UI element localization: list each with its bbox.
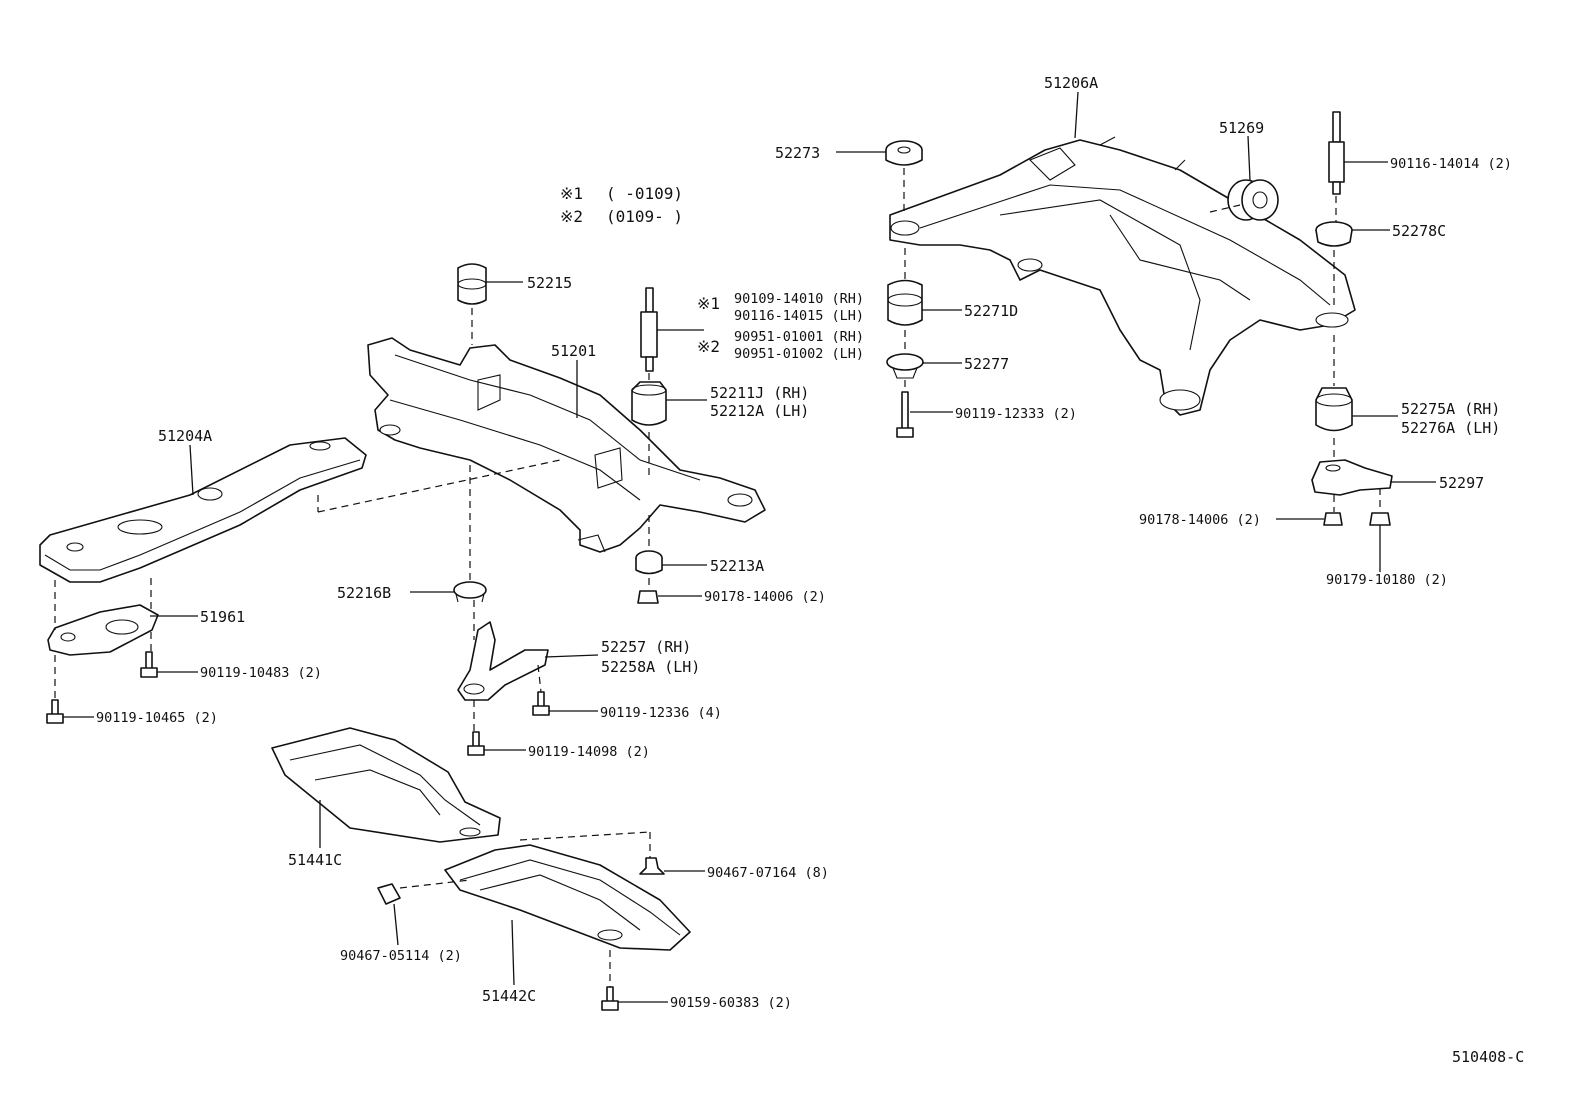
part-52257-illustration	[457, 621, 549, 701]
label-51442C: 51442C	[482, 987, 536, 1005]
label-90179-10180: 90179-10180 (2)	[1326, 572, 1448, 588]
assembly-lines	[54, 168, 1381, 987]
label-52273: 52273	[775, 144, 820, 162]
part-52271D-illustration	[887, 279, 923, 326]
rear-member-51206A-illustration	[889, 136, 1356, 416]
part-labels: 51206A 52273 51269 90116-14014 (2) 52278…	[96, 74, 1512, 1011]
note-1-mark: ※1	[560, 184, 583, 203]
label-52213A: 52213A	[710, 557, 764, 575]
label-51206A: 51206A	[1044, 74, 1098, 92]
label-90951-01001: 90951-01001 (RH)	[734, 329, 864, 345]
label-90178-14006-rear: 90178-14006 (2)	[1139, 512, 1261, 528]
leader-lines	[63, 91, 1436, 1003]
part-52273-illustration	[885, 140, 923, 166]
bolt-90119-10483-illustration	[140, 651, 158, 678]
label-52211J: 52211J (RH)	[710, 384, 809, 402]
label-mark-1: ※1	[697, 294, 720, 313]
label-90109-14010: 90109-14010 (RH)	[734, 291, 864, 307]
label-51201: 51201	[551, 342, 596, 360]
label-mark-2: ※2	[697, 337, 720, 356]
label-90119-10465: 90119-10465 (2)	[96, 710, 218, 726]
label-52212A: 52212A (LH)	[710, 402, 809, 420]
label-52216B: 52216B	[337, 584, 391, 602]
label-51204A: 51204A	[158, 427, 212, 445]
nut-90178-14006-rear-illustration	[1323, 512, 1343, 526]
label-52278C: 52278C	[1392, 222, 1446, 240]
part-52211J-illustration	[631, 381, 667, 426]
bolt-90119-10465-illustration	[46, 699, 64, 724]
part-52215-illustration	[457, 263, 487, 305]
label-90119-12333: 90119-12333 (2)	[955, 406, 1077, 422]
label-52297: 52297	[1439, 474, 1484, 492]
label-52276A: 52276A (LH)	[1401, 419, 1500, 437]
nut-90178-14006-front-illustration	[637, 590, 659, 604]
part-52216B-illustration	[453, 581, 487, 603]
bolt-90119-14098-illustration	[467, 731, 485, 756]
label-51441C: 51441C	[288, 851, 342, 869]
label-51961: 51961	[200, 608, 245, 626]
label-90178-14006-front: 90178-14006 (2)	[704, 589, 826, 605]
label-52215: 52215	[527, 274, 572, 292]
bolt-90119-12336-illustration	[532, 691, 550, 716]
part-52278C-illustration	[1315, 221, 1353, 247]
clip-90467-05114-illustration	[377, 883, 401, 905]
part-51961-illustration	[47, 604, 159, 656]
label-52271D: 52271D	[964, 302, 1018, 320]
clip-90467-07164-illustration	[639, 857, 665, 875]
note-1-text: ( -0109)	[606, 184, 683, 203]
label-90159-60383: 90159-60383 (2)	[670, 995, 792, 1011]
part-51441C-illustration	[271, 727, 501, 843]
stud-90109-14010-illustration	[640, 287, 658, 372]
label-51269: 51269	[1219, 119, 1264, 137]
part-51204A-illustration	[39, 437, 367, 583]
note-2-mark: ※2	[560, 207, 583, 226]
nut-90179-10180-illustration	[1369, 512, 1391, 526]
bolt-90119-12333-illustration	[896, 391, 914, 438]
label-52257: 52257 (RH)	[601, 638, 691, 656]
front-member-51201-illustration	[367, 337, 766, 553]
part-52277-illustration	[886, 353, 924, 379]
part-52275A-illustration	[1315, 387, 1353, 432]
label-90467-07164: 90467-07164 (8)	[707, 865, 829, 881]
part-51442C-illustration	[444, 844, 691, 951]
label-52275A: 52275A (RH)	[1401, 400, 1500, 418]
label-90119-12336: 90119-12336 (4)	[600, 705, 722, 721]
variant-notes: ※1 ( -0109) ※2 (0109- )	[560, 184, 683, 226]
diagram-code: 510408-C	[1452, 1048, 1524, 1066]
stud-90116-14014-illustration	[1328, 111, 1345, 195]
label-52258A: 52258A (LH)	[601, 658, 700, 676]
part-51269-illustration	[1227, 179, 1279, 221]
label-90116-14015: 90116-14015 (LH)	[734, 308, 864, 324]
label-90119-14098: 90119-14098 (2)	[528, 744, 650, 760]
label-90116-14014: 90116-14014 (2)	[1390, 156, 1512, 172]
label-90467-05114: 90467-05114 (2)	[340, 948, 462, 964]
part-52213A-illustration	[635, 550, 663, 575]
label-90119-10483: 90119-10483 (2)	[200, 665, 322, 681]
bolt-90159-60383-illustration	[601, 986, 619, 1011]
note-2-text: (0109- )	[606, 207, 683, 226]
label-52277: 52277	[964, 355, 1009, 373]
label-90951-01002: 90951-01002 (LH)	[734, 346, 864, 362]
